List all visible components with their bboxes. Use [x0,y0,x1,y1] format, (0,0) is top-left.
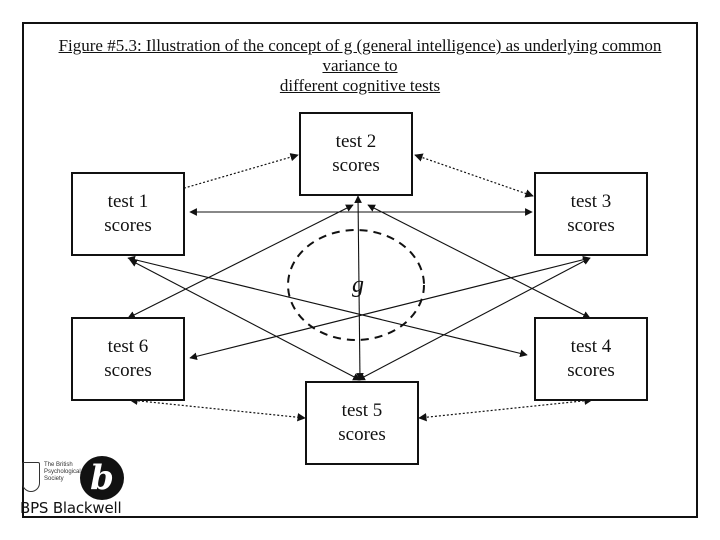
test-2-box: test 2 scores [299,112,413,196]
bps-crest-icon [22,462,40,492]
link-test5-test4 [418,396,593,422]
bps-blackwell-brand: BPS Blackwell [20,499,122,517]
test-1-sublabel: scores [104,215,152,236]
test-6-sublabel: scores [104,360,152,381]
test-4-label: test 4 [570,336,612,357]
caption-line-2: different cognitive tests [279,76,441,95]
test-6-box: test 6 scores [71,317,185,401]
test-6-label: test 6 [107,336,149,357]
test-4-box: test 4 scores [534,317,648,401]
link-test2-test3 [414,153,534,198]
test-1-box: test 1 scores [71,172,185,256]
test-3-sublabel: scores [567,215,615,236]
link-test1-test4 [127,255,528,358]
test-2-label: test 2 [335,131,377,152]
test-4-sublabel: scores [567,360,615,381]
test-5-sublabel: scores [338,424,386,445]
link-test3-test6 [189,255,591,361]
blackwell-b-logo: b [80,456,124,500]
caption-line-1: Figure #5.3: Illustration of the concept… [58,36,662,75]
figure-caption: Figure #5.3: Illustration of the concept… [32,36,688,96]
bps-society-text: The British Psychological Society [44,462,81,482]
test-5-label: test 5 [341,400,383,421]
link-test6-test5 [129,396,306,422]
link-test3-test5 [357,257,591,381]
test-1-label: test 1 [107,191,149,212]
test-3-label: test 3 [570,191,612,212]
link-test2-test5 [354,195,364,381]
g-label: g [352,272,364,298]
test-5-box: test 5 scores [305,381,419,465]
test-2-sublabel: scores [332,155,380,176]
test-3-box: test 3 scores [534,172,648,256]
figure-frame [22,22,698,518]
